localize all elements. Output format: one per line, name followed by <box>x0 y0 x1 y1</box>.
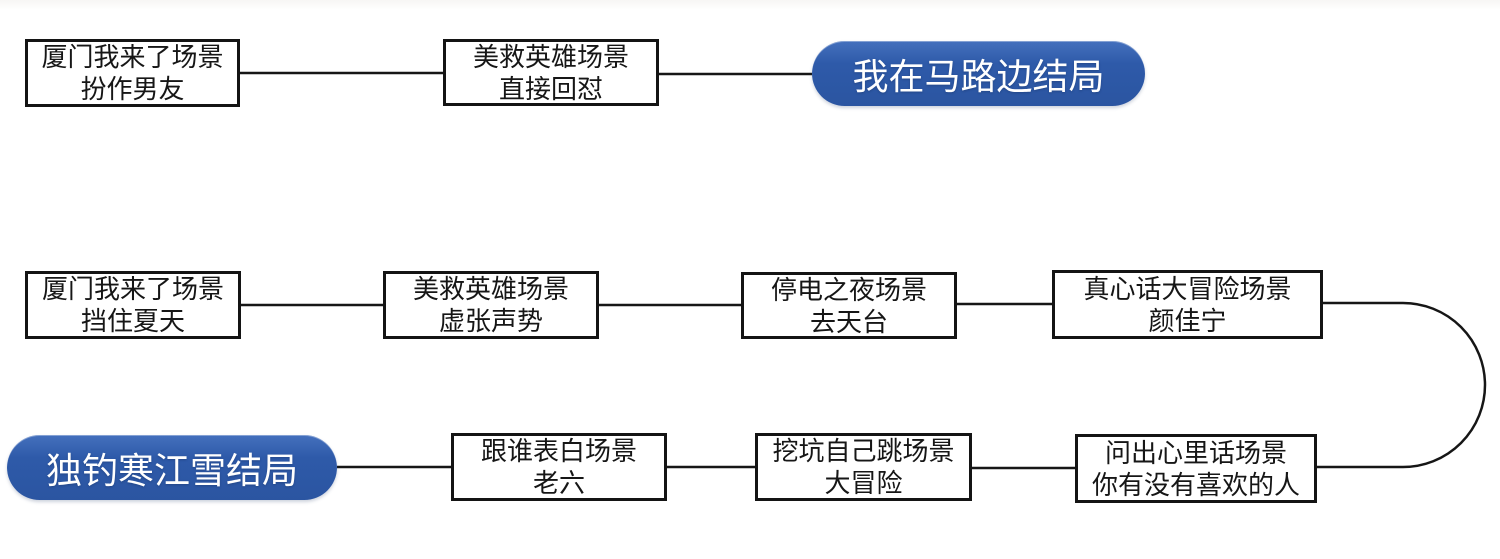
scene-node-xiamen-pretend-boyfriend[interactable]: 厦门我来了场景 扮作男友 <box>25 39 240 107</box>
ending-label: 独钓寒江雪结局 <box>45 449 298 491</box>
scene-node-blackout-night-rooftop[interactable]: 停电之夜场景 去天台 <box>741 272 957 339</box>
ending-node-fishing-alone-cold-river-snow[interactable]: 独钓寒江雪结局 <box>7 435 337 500</box>
scene-title: 美救英雄场景 <box>472 41 629 72</box>
scene-node-truth-or-dare-yanjianing[interactable]: 真心话大冒险场景 颜佳宁 <box>1052 270 1323 339</box>
scene-node-ask-heart-question[interactable]: 问出心里话场景 你有没有喜欢的人 <box>1075 434 1317 503</box>
scene-node-confess-to-whom-laoliu[interactable]: 跟谁表白场景 老六 <box>451 433 667 501</box>
scene-title: 真心话大冒险场景 <box>1083 273 1292 304</box>
ending-label: 我在马路边结局 <box>852 55 1105 97</box>
scene-choice: 去天台 <box>809 306 888 337</box>
scene-choice: 你有没有喜欢的人 <box>1091 469 1300 500</box>
scene-node-xiamen-block-summer[interactable]: 厦门我来了场景 挡住夏天 <box>25 271 241 339</box>
ending-node-roadside[interactable]: 我在马路边结局 <box>812 41 1145 106</box>
scene-choice: 老六 <box>532 468 585 498</box>
scene-node-dig-own-pit-dare[interactable]: 挖坑自己跳场景 大冒险 <box>755 433 972 501</box>
scene-title: 挖坑自己跳场景 <box>772 436 955 466</box>
scene-choice: 直接回怼 <box>498 73 603 104</box>
scene-choice: 颜佳宁 <box>1148 305 1227 336</box>
scene-title: 跟谁表白场景 <box>480 436 637 466</box>
scene-choice: 虚张声势 <box>438 306 543 336</box>
scene-node-hero-rescue-talk-back[interactable]: 美救英雄场景 直接回怼 <box>443 39 659 106</box>
scene-choice: 扮作男友 <box>80 74 185 104</box>
scene-title: 问出心里话场景 <box>1104 437 1287 468</box>
scene-title: 美救英雄场景 <box>412 274 569 304</box>
scene-title: 厦门我来了场景 <box>41 42 224 72</box>
scene-node-hero-rescue-bluff[interactable]: 美救英雄场景 虚张声势 <box>383 271 599 339</box>
scene-choice: 大冒险 <box>824 468 903 498</box>
scene-title: 停电之夜场景 <box>770 274 927 305</box>
connector-u-turn-curve <box>1317 301 1487 469</box>
scene-choice: 挡住夏天 <box>80 306 185 336</box>
scene-title: 厦门我来了场景 <box>41 274 224 304</box>
